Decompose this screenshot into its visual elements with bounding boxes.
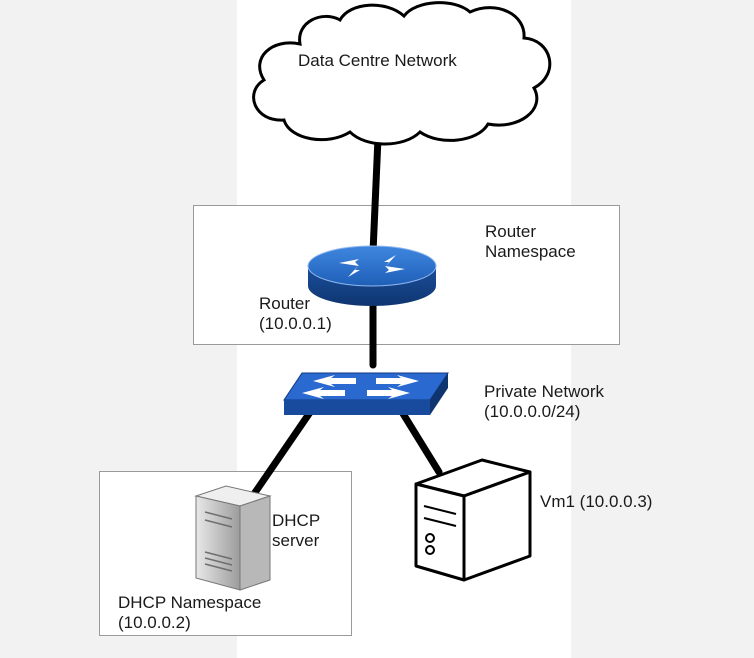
link-cloud-router [369, 134, 382, 256]
vm-label: Vm1 (10.0.0.3) [540, 492, 653, 511]
network-links [250, 134, 443, 498]
link-switch-vm [398, 408, 443, 476]
router-ip-label: (10.0.0.1) [259, 314, 332, 333]
link-switch-dhcp [250, 404, 317, 498]
private-network-cidr-label: (10.0.0.0/24) [484, 402, 581, 421]
dhcp-server-icon [194, 485, 272, 591]
router-icon [307, 245, 437, 306]
switch-icon [283, 372, 449, 415]
router-label-line1: Router [259, 294, 311, 313]
dhcp-server-label-line1: DHCP [272, 511, 321, 530]
vm-computer-icon [414, 458, 532, 582]
router-namespace-label-line1: Router [485, 222, 537, 241]
cloud-label: Data Centre Network [298, 51, 457, 70]
dhcp-namespace-label-line1: DHCP Namespace [118, 593, 262, 612]
dhcp-ip-label: (10.0.0.2) [118, 613, 191, 632]
dhcp-server-label-line2: server [272, 531, 320, 550]
private-network-label-line1: Private Network [484, 382, 604, 401]
cloud-icon [252, 1, 552, 146]
router-namespace-label-line2: Namespace [485, 242, 576, 261]
